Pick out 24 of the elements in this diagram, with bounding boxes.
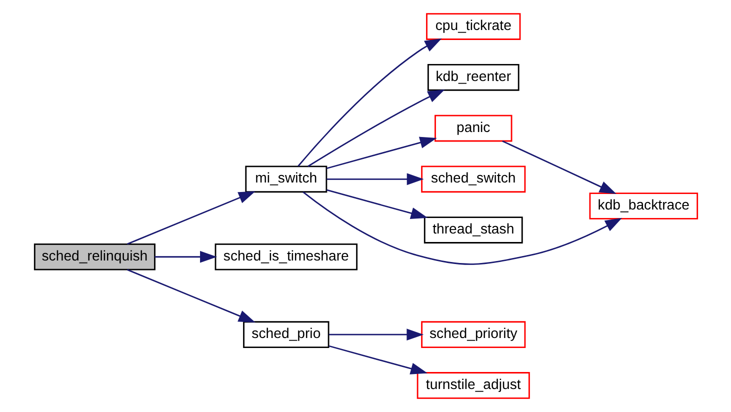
arrow [126,269,256,323]
node-box: mi_switch [244,166,327,193]
arrow [326,173,424,186]
node-box: sched_relinquish [33,243,155,270]
node-box: kdb_reenter [426,64,519,91]
node-box: sched_is_timeshare [214,243,358,270]
arrow [328,328,424,341]
node-box: cpu_tickrate [426,13,520,40]
node-box: sched_prio [242,321,329,348]
arrow [126,191,256,245]
arrow [302,192,622,265]
node-box: sched_switch [420,166,526,193]
arrow [326,136,436,170]
arrow [326,189,428,220]
arrow [154,250,217,263]
node-box: turnstile_adjust [416,372,530,399]
node-box: kdb_backtrace [588,192,698,220]
node-box: panic [434,114,512,142]
arrow [502,140,616,194]
arrow [328,345,428,374]
node-box: sched_priority [420,321,526,348]
arrow [307,89,444,167]
arrow [297,38,442,167]
node-box: thread_stash [423,216,522,244]
